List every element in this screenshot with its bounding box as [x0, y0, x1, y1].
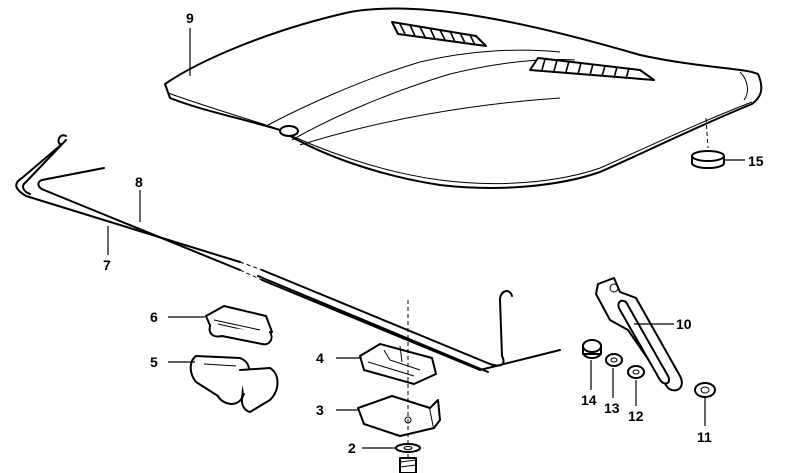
clip-lower [189, 355, 279, 413]
callout-bracket: 3 [316, 402, 324, 418]
hood-panel [164, 7, 763, 189]
callout-rod-long: 8 [135, 174, 143, 190]
nut [582, 339, 602, 359]
callout-washer-c: 11 [697, 429, 712, 445]
support-rod-short [37, 167, 561, 371]
callout-washer-bolt: 2 [348, 440, 356, 456]
hinge-arm [595, 277, 683, 392]
callout-washer-b: 12 [628, 408, 644, 424]
callout-holder: 4 [316, 350, 324, 366]
rubber-plug [691, 150, 725, 169]
callout-washer-a: 13 [604, 400, 620, 416]
callout-plug: 15 [748, 153, 764, 169]
callout-hood: 9 [186, 10, 194, 26]
clip-upper [205, 305, 273, 346]
callout-rod-short: 7 [103, 257, 111, 273]
bracket-plate [357, 395, 441, 437]
rod-holder [359, 343, 437, 385]
callout-clip-lower: 5 [150, 354, 158, 370]
washer-c [694, 382, 716, 398]
callout-clip-upper: 6 [150, 309, 158, 325]
washer-b [627, 365, 645, 379]
washer-a [605, 353, 623, 367]
hood-vent-right [529, 57, 655, 81]
hood-vent-left [391, 21, 487, 47]
washer-bolt [395, 443, 421, 473]
callout-nut: 14 [581, 392, 597, 408]
callout-hinge-arm: 10 [676, 316, 692, 332]
